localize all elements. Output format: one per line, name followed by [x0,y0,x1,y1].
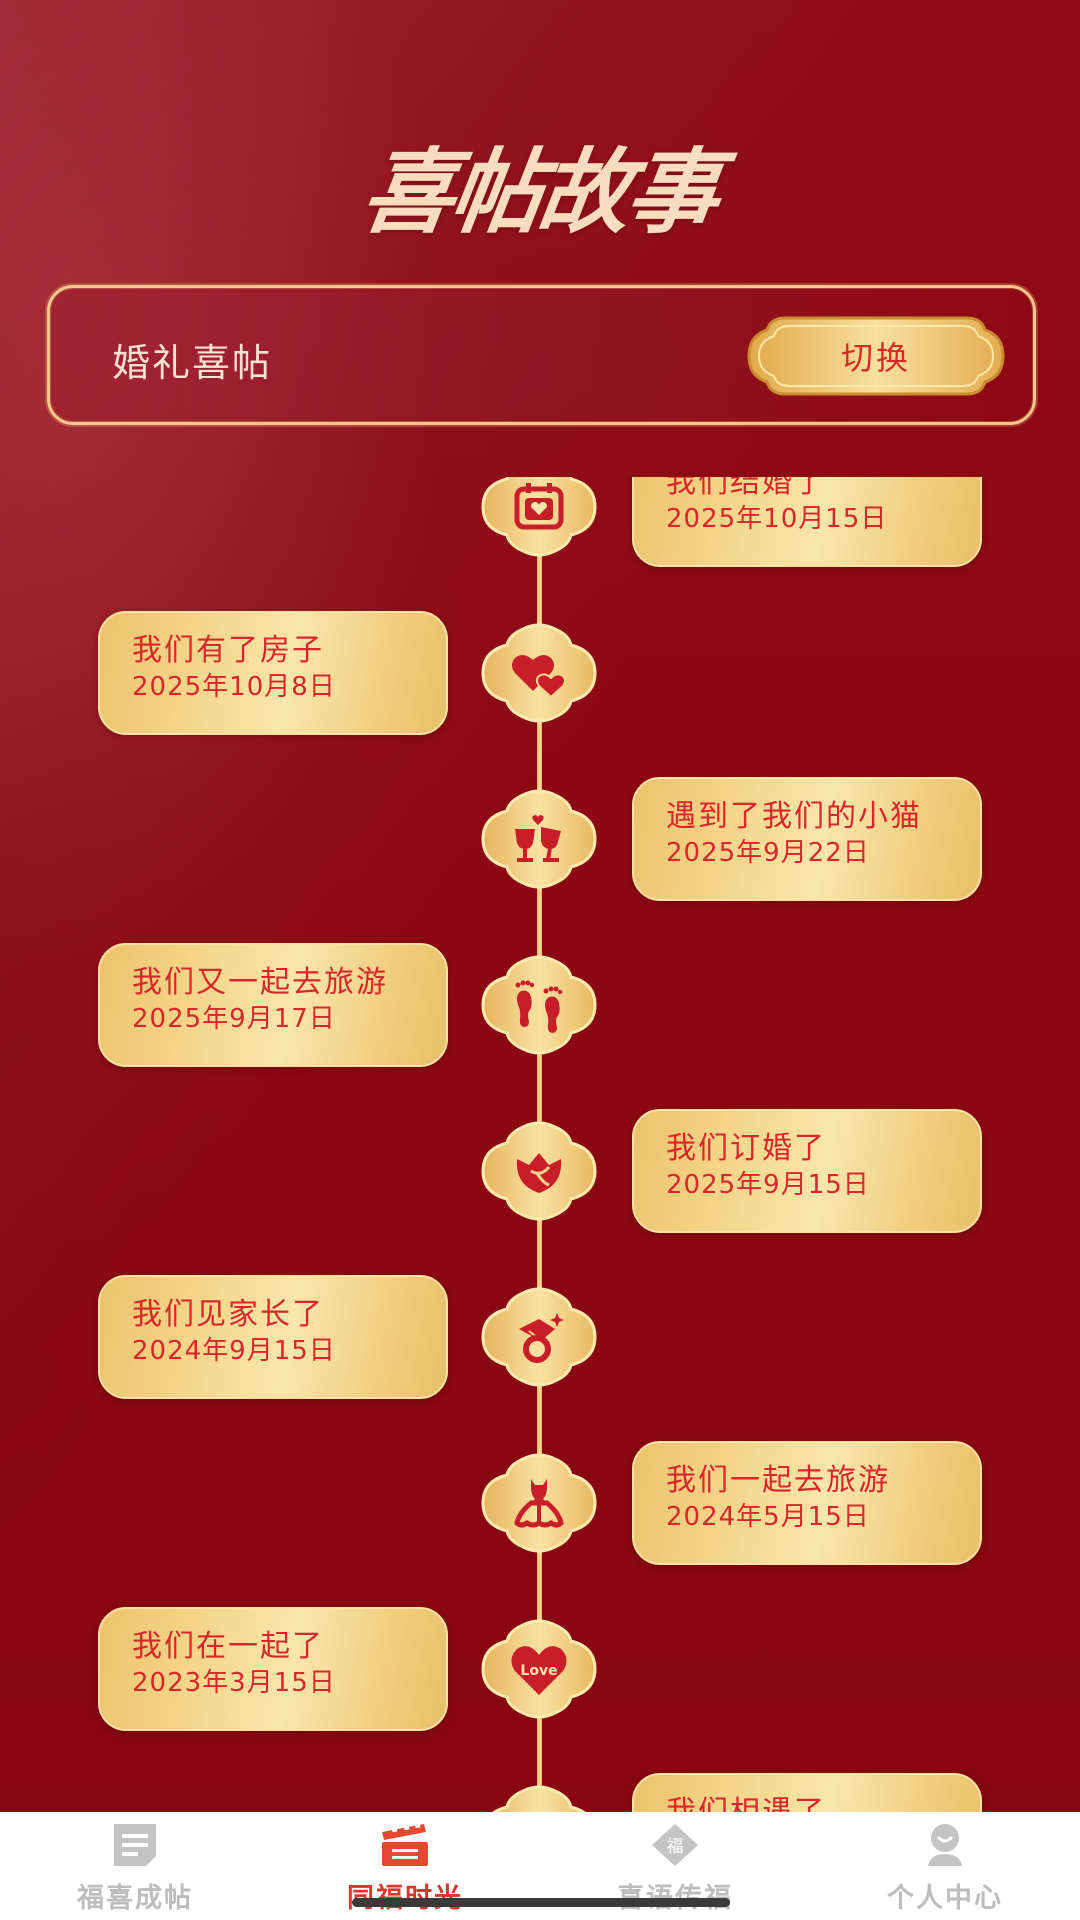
timeline-node [479,623,599,723]
user-icon [928,1824,962,1866]
timeline-event-card[interactable]: 我们一起去旅游 2024年5月15日 [632,1441,982,1565]
svg-text:Love: Love [520,1663,557,1679]
event-date: 2024年5月15日 [666,1502,870,1532]
timeline-node [479,477,599,557]
wine-glasses-icon [515,815,561,862]
story-timeline[interactable]: 我们结婚了 2025年10月15日 我们有了房子 2025年10月8日 遇到了我… [0,477,1080,1812]
event-date: 2025年9月17日 [132,1004,336,1034]
double-heart-icon [512,654,566,699]
timeline-event-card[interactable]: 我们订婚了 2025年9月15日 [632,1109,982,1233]
document-icon [114,1824,156,1866]
timeline-event-card[interactable]: 遇到了我们的小猫 2025年9月22日 [632,777,982,901]
diamond-ring-icon [519,1313,564,1363]
event-title: 我们相遇了 [666,1795,980,1812]
page-title: 喜帖故事 [355,138,723,246]
event-title: 我们又一起去旅游 [132,965,388,1000]
event-date: 2024年9月15日 [132,1336,336,1366]
node-frame-icon [481,1785,597,1812]
calendar-heart-icon [514,483,564,530]
event-title: 我们结婚了 [666,477,826,500]
love-heart-icon: Love [511,1646,567,1695]
timeline-event-card[interactable]: 我们结婚了 2025年10月15日 [632,477,982,567]
clapperboard-icon [382,1822,428,1866]
tab-label: 同福时光 [347,1876,463,1915]
event-date: 2025年10月8日 [132,672,336,702]
dress-icon [514,1479,564,1528]
tab-label: 个人中心 [887,1883,1003,1914]
timeline-event-card[interactable]: 我们有了房子 2025年10月8日 [98,611,448,735]
timeline-node [479,1453,599,1553]
switch-button[interactable]: 切换 [745,314,1007,398]
timeline-node: Love [479,1619,599,1719]
event-date: 2025年9月22日 [666,838,870,868]
home-indicator [352,1898,730,1907]
tab-label: 福喜成帖 [77,1883,193,1914]
event-title: 遇到了我们的小猫 [666,799,922,834]
event-title: 我们订婚了 [666,1131,826,1166]
tab-geren-zhongxin[interactable]: 个人中心 [810,1812,1080,1920]
switch-button-label: 切换 [840,339,911,377]
event-title: 我们见家长了 [132,1297,324,1332]
switch-button-frame-icon [747,316,1005,396]
rose-icon [516,1153,562,1193]
footprints-icon [515,980,563,1033]
timeline-event-card[interactable]: 我们相遇了 [632,1773,982,1812]
event-date: 2025年9月15日 [666,1170,870,1200]
tab-label: 喜语传福 [617,1876,733,1915]
svg-text:福: 福 [667,1837,684,1857]
event-date: 2025年10月15日 [666,504,888,534]
timeline-node [479,1121,599,1221]
timeline-event-card[interactable]: 我们在一起了 2023年3月15日 [98,1607,448,1731]
timeline-node [479,789,599,889]
tab-fuxi-chengtie[interactable]: 福喜成帖 [0,1812,270,1920]
event-title: 我们在一起了 [132,1629,324,1664]
timeline-node [479,1785,599,1812]
timeline-node [479,1287,599,1387]
timeline-event-card[interactable]: 我们见家长了 2024年9月15日 [98,1275,448,1399]
current-invitation-type: 婚礼喜帖 [112,341,273,385]
event-title: 我们有了房子 [132,633,324,668]
event-title: 我们一起去旅游 [666,1463,890,1498]
event-date: 2023年3月15日 [132,1668,336,1698]
invitation-type-selector: 婚礼喜帖 切换 [47,285,1036,425]
timeline-node [479,955,599,1055]
timeline-event-card[interactable]: 我们又一起去旅游 2025年9月17日 [98,943,448,1067]
fu-diamond-icon: 福 [652,1824,698,1866]
